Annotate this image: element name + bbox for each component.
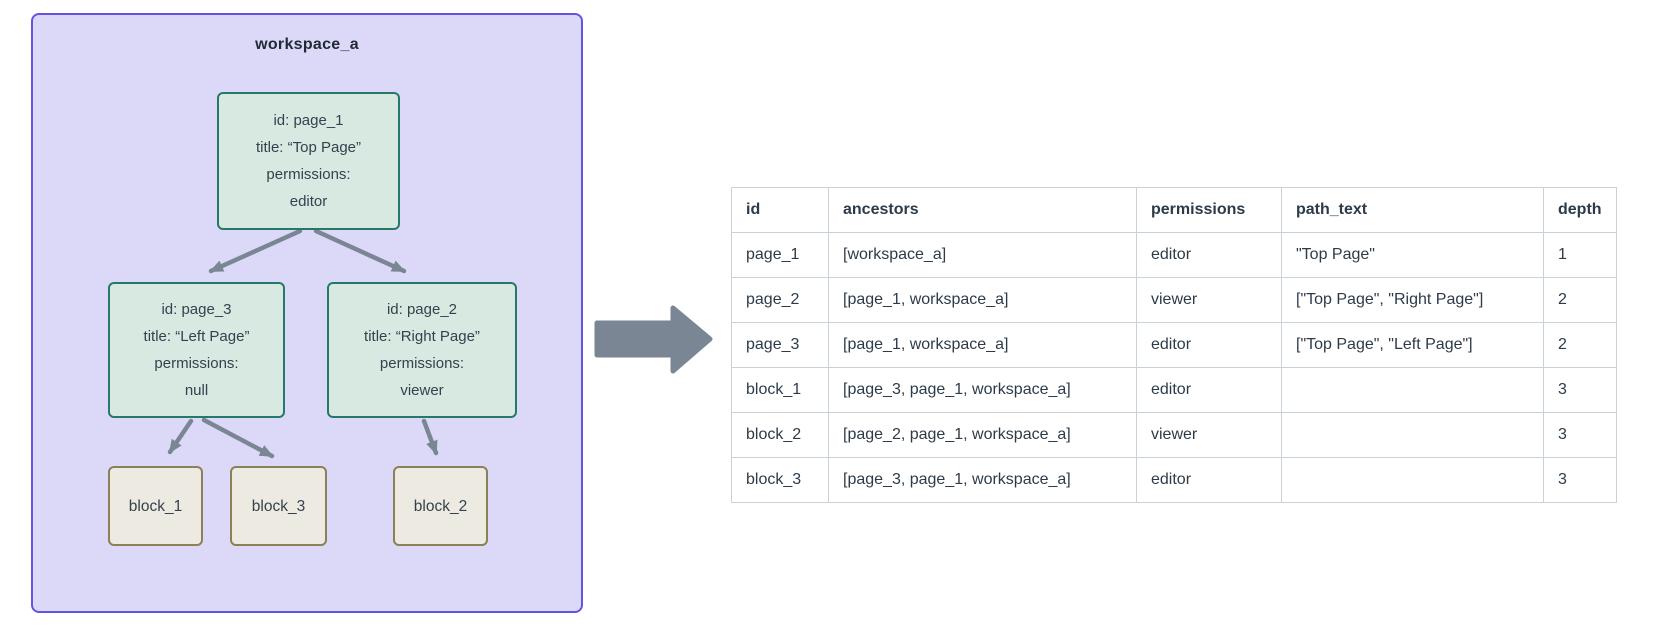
cell-path-text: [1281, 412, 1544, 458]
cell-depth: 1: [1543, 232, 1617, 278]
cell-path-text: [1281, 457, 1544, 503]
node-page-3: id: page_3 title: “Left Page” permission…: [108, 282, 285, 418]
result-table: id ancestors permissions path_text depth…: [731, 187, 1617, 503]
workspace-title: workspace_a: [255, 36, 359, 53]
cell-path-text: ["Top Page", "Right Page"]: [1281, 277, 1544, 323]
cell-ancestors: [page_1, workspace_a]: [828, 277, 1137, 323]
cell-permissions: viewer: [1136, 412, 1282, 458]
cell-id: block_2: [731, 412, 829, 458]
cell-ancestors: [page_3, page_1, workspace_a]: [828, 367, 1137, 413]
node-id-line: id: page_2: [386, 301, 458, 318]
node-block-2: block_2: [393, 466, 488, 546]
block-label: block_3: [251, 497, 306, 515]
cell-ancestors: [page_2, page_1, workspace_a]: [828, 412, 1137, 458]
cell-depth: 2: [1543, 322, 1617, 368]
table-row: block_3 [page_3, page_1, workspace_a] ed…: [731, 457, 1617, 503]
node-permissions-value: editor: [289, 193, 328, 210]
cell-depth: 3: [1543, 412, 1617, 458]
cell-permissions: editor: [1136, 232, 1282, 278]
cell-depth: 3: [1543, 457, 1617, 503]
node-block-1: block_1: [108, 466, 203, 546]
cell-depth: 2: [1543, 277, 1617, 323]
table-row: page_1 [workspace_a] editor "Top Page" 1: [731, 232, 1617, 278]
column-header-path-text: path_text: [1281, 187, 1544, 233]
column-header-id: id: [731, 187, 829, 233]
cell-depth: 3: [1543, 367, 1617, 413]
cell-path-text: [1281, 367, 1544, 413]
node-id-line: id: page_1: [273, 112, 344, 129]
node-page-1: id: page_1 title: “Top Page” permissions…: [217, 92, 400, 230]
column-header-depth: depth: [1543, 187, 1617, 233]
cell-ancestors: [page_3, page_1, workspace_a]: [828, 457, 1137, 503]
cell-path-text: "Top Page": [1281, 232, 1544, 278]
node-id-line: id: page_3: [161, 301, 232, 318]
cell-path-text: ["Top Page", "Left Page"]: [1281, 322, 1544, 368]
node-permissions-value: viewer: [400, 382, 444, 399]
table-row: block_1 [page_3, page_1, workspace_a] ed…: [731, 367, 1617, 413]
cell-permissions: viewer: [1136, 277, 1282, 323]
cell-ancestors: [page_1, workspace_a]: [828, 322, 1137, 368]
block-label: block_1: [128, 497, 183, 515]
node-title-line: title: “Top Page”: [255, 139, 362, 156]
table-row: page_2 [page_1, workspace_a] viewer ["To…: [731, 277, 1617, 323]
flow-arrow-icon: [594, 305, 713, 374]
cell-ancestors: [workspace_a]: [828, 232, 1137, 278]
cell-permissions: editor: [1136, 457, 1282, 503]
table-row: block_2 [page_2, page_1, workspace_a] vi…: [731, 412, 1617, 458]
node-permissions-label: permissions:: [379, 355, 465, 372]
block-label: block_2: [413, 497, 468, 515]
table-row: page_3 [page_1, workspace_a] editor ["To…: [731, 322, 1617, 368]
column-header-ancestors: ancestors: [828, 187, 1137, 233]
node-permissions-value: null: [184, 382, 209, 399]
cell-permissions: editor: [1136, 367, 1282, 413]
cell-id: block_3: [731, 457, 829, 503]
column-header-permissions: permissions: [1136, 187, 1282, 233]
node-block-3: block_3: [230, 466, 327, 546]
node-page-2: id: page_2 title: “Right Page” permissio…: [327, 282, 517, 418]
cell-id: page_1: [731, 232, 829, 278]
node-permissions-label: permissions:: [154, 355, 239, 372]
node-title-line: title: “Right Page”: [364, 328, 480, 345]
table-header-row: id ancestors permissions path_text depth: [731, 187, 1617, 233]
cell-id: page_2: [731, 277, 829, 323]
cell-id: page_3: [731, 322, 829, 368]
node-permissions-label: permissions:: [266, 166, 351, 183]
cell-permissions: editor: [1136, 322, 1282, 368]
cell-id: block_1: [731, 367, 829, 413]
node-title-line: title: “Left Page”: [143, 328, 250, 345]
